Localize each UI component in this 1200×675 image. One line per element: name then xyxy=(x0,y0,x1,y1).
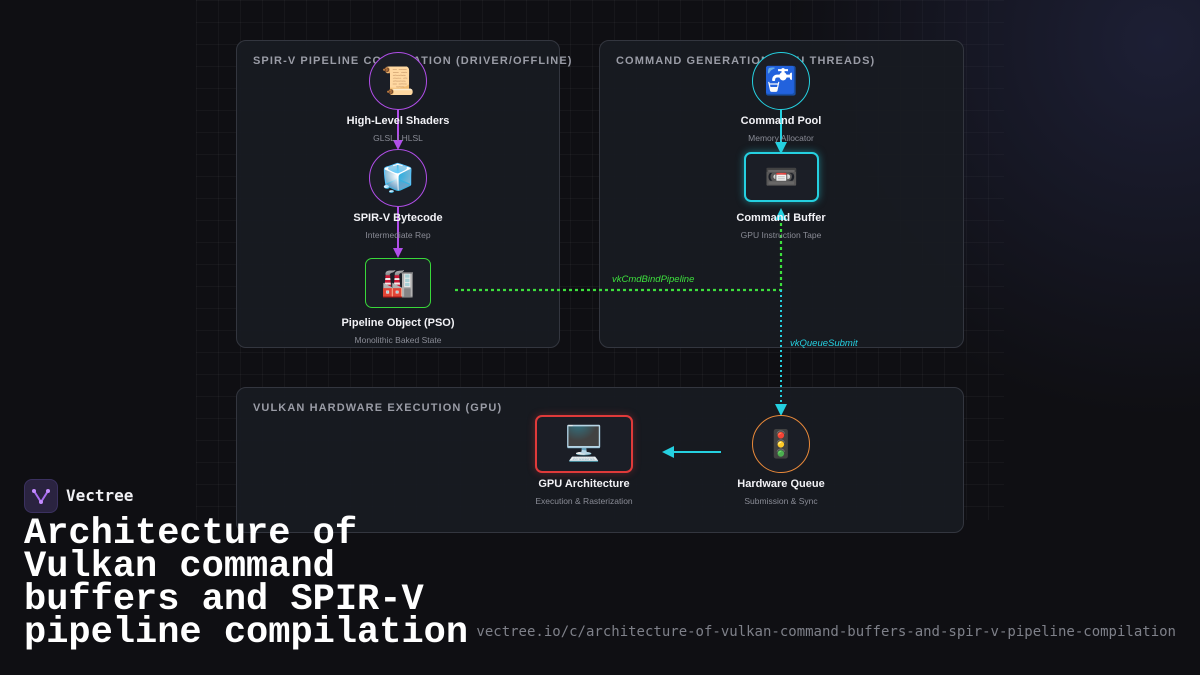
sublabel-command-pool: Memory Allocator xyxy=(748,133,814,143)
sublabel-pipeline-object: Monolithic Baked State xyxy=(354,335,442,345)
water-tap-icon: 🚰 xyxy=(764,65,798,97)
edge-label-bind-pipeline: vkCmdBindPipeline xyxy=(612,274,695,285)
scroll-icon: 📜 xyxy=(381,65,415,97)
label-high-level-shaders: High-Level Shaders xyxy=(346,115,450,127)
label-spirv-bytecode: SPIR-V Bytecode xyxy=(353,212,443,224)
sublabel-gpu-architecture: Execution & Rasterization xyxy=(535,496,633,506)
page-title: Architecture of Vulkan command buffers a… xyxy=(24,513,469,654)
source-url[interactable]: vectree.io/c/architecture-of-vulkan-comm… xyxy=(476,624,1176,640)
node-command-pool: 🚰 xyxy=(752,52,810,110)
sublabel-hardware-queue: Submission & Sync xyxy=(744,496,818,506)
sublabel-high-level-shaders: GLSL / HLSL xyxy=(373,133,423,143)
panel-title-hardware: VULKAN HARDWARE EXECUTION (GPU) xyxy=(253,402,503,414)
ice-cube-icon: 🧊 xyxy=(381,162,415,194)
vectree-logo-icon xyxy=(32,489,50,504)
videocassette-icon: 📼 xyxy=(764,161,799,193)
edge-label-queue-submit: vkQueueSubmit xyxy=(790,338,858,349)
brand-name: Vectree xyxy=(66,486,134,505)
label-hardware-queue: Hardware Queue xyxy=(737,478,825,490)
factory-icon: 🏭 xyxy=(381,267,415,299)
node-gpu-architecture: 🖥️ xyxy=(535,415,633,473)
node-spirv-bytecode: 🧊 xyxy=(369,149,427,207)
node-high-level-shaders: 📜 xyxy=(369,52,427,110)
label-gpu-architecture: GPU Architecture xyxy=(538,478,630,490)
sublabel-spirv-bytecode: Intermediate Rep xyxy=(365,230,431,240)
vectree-logo xyxy=(24,479,58,513)
label-command-buffer: Command Buffer xyxy=(736,212,826,224)
node-hardware-queue: 🚦 xyxy=(752,415,810,473)
node-pipeline-object: 🏭 xyxy=(365,258,431,308)
sublabel-command-buffer: GPU Instruction Tape xyxy=(740,230,822,240)
label-pipeline-object: Pipeline Object (PSO) xyxy=(341,317,455,329)
traffic-light-icon: 🚦 xyxy=(764,428,798,460)
node-command-buffer: 📼 xyxy=(744,152,819,202)
panel-title-command: COMMAND GENERATION (CPU THREADS) xyxy=(616,55,876,67)
label-command-pool: Command Pool xyxy=(740,115,822,127)
desktop-computer-icon: 🖥️ xyxy=(562,424,606,464)
